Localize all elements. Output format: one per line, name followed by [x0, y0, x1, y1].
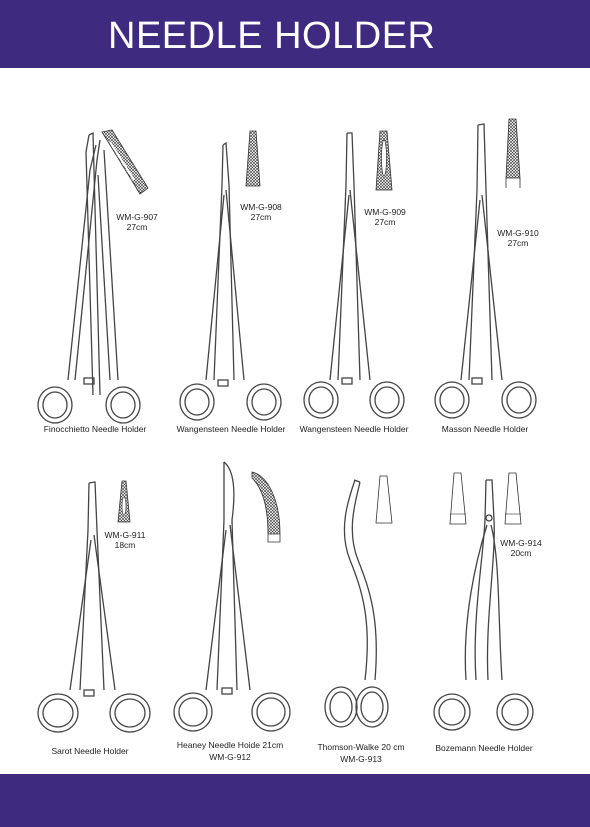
product-code: WM-G-911	[104, 530, 146, 540]
heaney-jaw-detail	[251, 471, 281, 543]
footer-band	[0, 774, 590, 827]
finocchietto-jaw-detail	[101, 129, 149, 195]
product-name: Thomson-Walke 20 cm	[317, 742, 405, 752]
product-code: WM-G-914	[500, 538, 542, 548]
product-size: 27cm	[250, 212, 272, 222]
product-name: Masson Needle Holder	[441, 424, 529, 434]
bozemann-jaw-detail-right	[504, 472, 522, 525]
product-size: 27cm	[507, 238, 529, 248]
sarot-jaw-detail	[117, 480, 131, 523]
product-code: WM-G-910	[497, 228, 539, 238]
header-band	[0, 0, 590, 68]
product-code: WM-G-908	[240, 202, 282, 212]
product-size: 20cm	[510, 548, 532, 558]
product-code: WM-G-909	[364, 207, 406, 217]
product-code: WM-G-912	[209, 752, 251, 762]
product-code: WM-G-907	[116, 212, 158, 222]
bozemann-jaw-detail-left	[449, 472, 467, 525]
product-size: 27cm	[374, 217, 396, 227]
product-size: 27cm	[126, 222, 148, 232]
thomson-walke-jaw-detail	[375, 475, 393, 524]
product-name: Sarot Needle Holder	[51, 746, 129, 756]
product-name: Wangensteen Needle Holder	[299, 424, 409, 434]
product-name: Bozemann Needle Holder	[435, 743, 533, 753]
masson-jaw-detail	[505, 118, 521, 188]
page-title: NEEDLE HOLDER	[108, 15, 436, 57]
product-size: 18cm	[114, 540, 136, 550]
wangensteen-908-jaw-detail	[245, 130, 261, 187]
product-name: Finocchietto Needle Holder	[43, 424, 147, 434]
product-code: WM-G-913	[340, 754, 382, 764]
product-name: Heaney Needle Hoide 21cm	[176, 740, 284, 750]
wangensteen-909-jaw-detail	[375, 130, 393, 191]
product-name: Wangensteen Needle Holder	[176, 424, 286, 434]
